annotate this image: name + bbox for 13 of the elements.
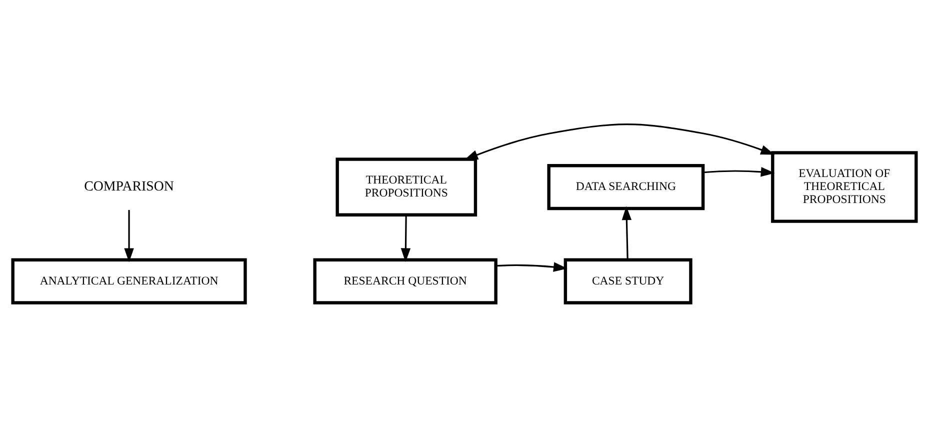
node-box: CASE STUDY: [564, 258, 692, 304]
arrow: [400, 214, 411, 262]
arrow: [464, 122, 775, 160]
node-text: COMPARISON: [84, 179, 174, 194]
node-box: EVALUATION OF THEORETICAL PROPOSITIONS: [771, 150, 918, 222]
node-box: DATA SEARCHING: [547, 164, 705, 210]
arrow: [703, 166, 775, 176]
node-box: RESEARCH QUESTION: [313, 258, 498, 304]
arrow: [496, 262, 568, 272]
node-box: THEORETICAL PROPOSITIONS: [336, 157, 478, 216]
node-box: ANALYTICAL GENERALIZATION: [11, 258, 247, 304]
arrow: [622, 206, 632, 260]
arrow: [124, 209, 134, 262]
